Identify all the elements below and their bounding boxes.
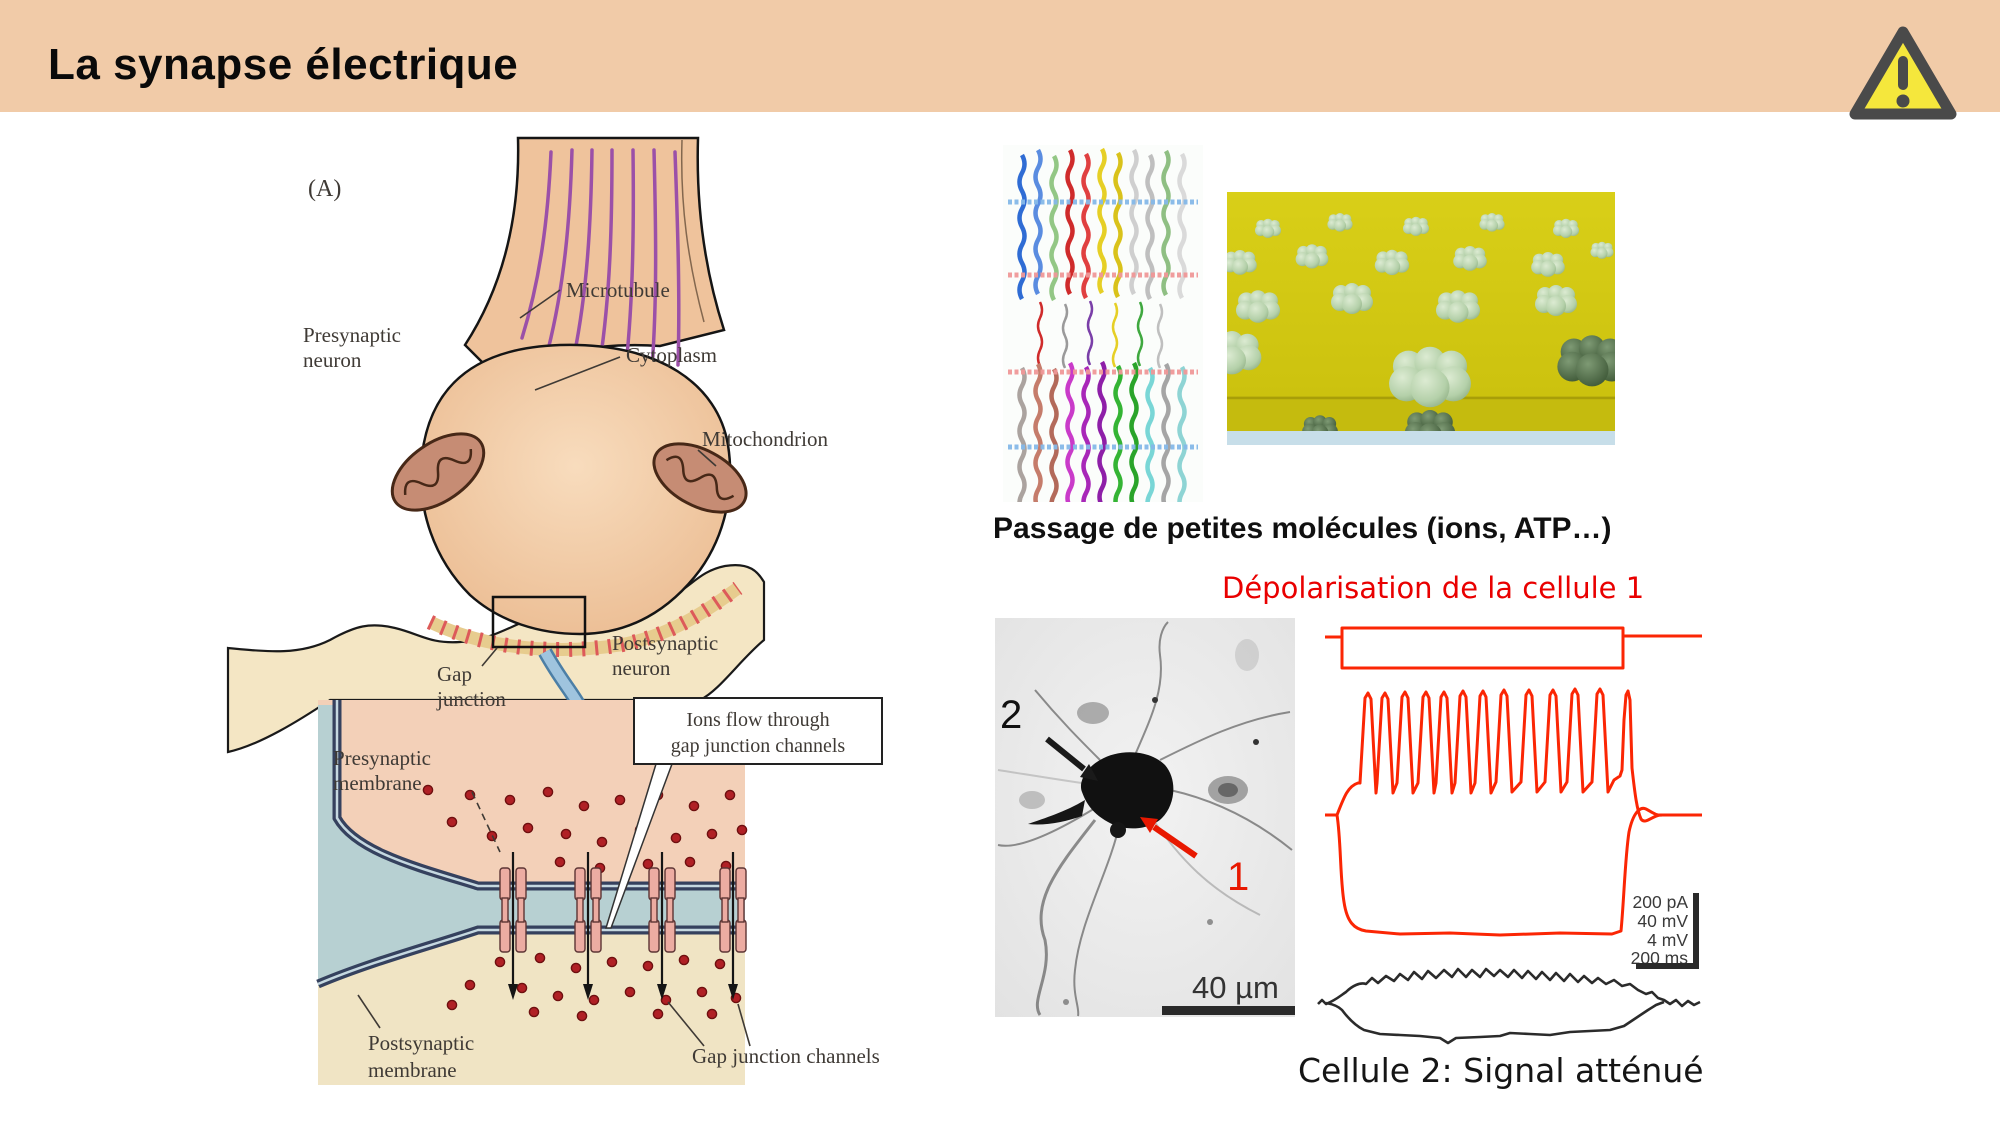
label-microtubule: Microtubule bbox=[566, 278, 670, 302]
cell1-number-label: 1 bbox=[1227, 855, 1249, 899]
panel-a-label: (A) bbox=[308, 176, 341, 202]
ions-flow-callout-box bbox=[633, 697, 883, 765]
gap-junction-box bbox=[491, 595, 587, 649]
cell1-arrow bbox=[1140, 817, 1198, 859]
trace-scale-box: 200 pA 40 mV 4 mV 200 ms bbox=[1631, 892, 1699, 969]
cell2-number-label: 2 bbox=[1000, 693, 1022, 737]
gap-junction-channel-pairs bbox=[499, 867, 747, 953]
current-pulse bbox=[1340, 626, 1625, 670]
slide-header: La synapse électrique bbox=[0, 0, 2000, 112]
attenuated-caption: Cellule 2: Signal atténué bbox=[1298, 1051, 1704, 1090]
label-presynaptic-neuron-1: Presynaptic bbox=[303, 323, 401, 347]
connexon-membrane-render bbox=[1227, 192, 1615, 445]
label-mitochondrion: Mitochondrion bbox=[702, 427, 828, 451]
scale-200pA: 200 pA bbox=[1633, 892, 1689, 912]
callout-line2: gap junction channels bbox=[671, 735, 846, 757]
cell2-arrow bbox=[1045, 736, 1098, 781]
connexon-structure-image bbox=[1003, 145, 1203, 502]
membrane-boundary-lines bbox=[1008, 199, 1198, 450]
cell1-traces bbox=[1325, 626, 1702, 937]
neurites bbox=[997, 621, 1293, 1017]
label-postsynaptic-membrane-1: Postsynaptic bbox=[368, 1031, 474, 1055]
mitochondrion-right bbox=[652, 442, 748, 514]
cell1-hyperpol-trace bbox=[1335, 806, 1702, 937]
label-cytoplasm: Cytoplasm bbox=[626, 343, 717, 367]
label-presynaptic-neuron-2: neuron bbox=[303, 348, 362, 372]
label-presynaptic-membrane-2: membrane bbox=[333, 771, 422, 795]
mitochondrion-left bbox=[390, 432, 486, 512]
molecules-caption: Passage de petites molécules (ions, ATP…… bbox=[993, 512, 1612, 545]
cell2-traces bbox=[1317, 967, 1701, 1045]
label-gap-junction-channels: Gap junction channels bbox=[692, 1044, 880, 1068]
scale-4mV: 4 mV bbox=[1647, 930, 1688, 950]
label-postsynaptic-neuron-2: neuron bbox=[612, 656, 671, 680]
microtubules bbox=[520, 148, 681, 370]
filled-soma bbox=[1080, 752, 1174, 829]
synapse-diagram: Ions flow through gap junction channels … bbox=[226, 136, 883, 1085]
neuron-micrograph bbox=[995, 618, 1295, 1017]
label-gap-junction-1: Gap bbox=[437, 662, 472, 686]
label-postsynaptic-membrane-2: membrane bbox=[368, 1058, 457, 1082]
warning-triangle-icon bbox=[1849, 26, 1957, 120]
scale-40mV: 40 mV bbox=[1637, 911, 1688, 931]
scale-bar bbox=[1162, 1006, 1295, 1015]
cell1-spiking-trace bbox=[1325, 687, 1702, 823]
callout-line1: Ions flow through bbox=[686, 709, 829, 731]
slide-title: La synapse électrique bbox=[48, 40, 519, 89]
label-presynaptic-membrane-1: Presynaptic bbox=[333, 746, 431, 770]
ion-flow-arrows bbox=[508, 852, 738, 1000]
leader-lines bbox=[357, 289, 751, 1047]
scale-bar-text: 40 µm bbox=[1192, 970, 1279, 1005]
label-postsynaptic-neuron-1: Postsynaptic bbox=[612, 631, 718, 655]
label-gap-junction-2: junction bbox=[436, 687, 506, 711]
depolarization-caption: Dépolarisation de la cellule 1 bbox=[1222, 571, 1645, 605]
